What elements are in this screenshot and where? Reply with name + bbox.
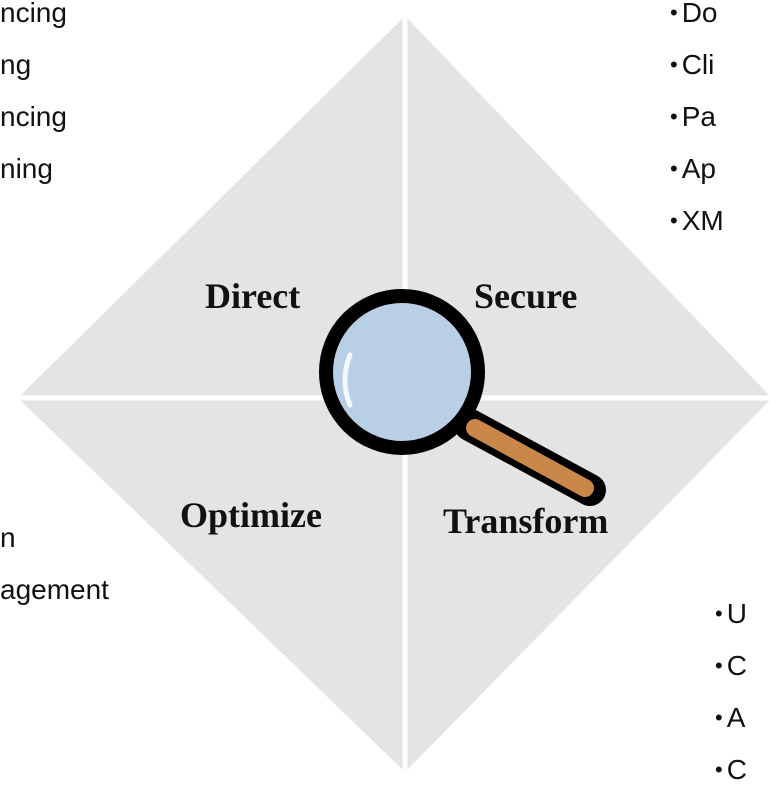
list-item: ncing	[0, 101, 67, 132]
top-left-list: ncing ng ncing ning	[0, 0, 67, 195]
bullet: •	[670, 0, 678, 25]
list-item: •C	[715, 650, 747, 681]
bullet: •	[670, 104, 678, 129]
list-item: •A	[715, 702, 746, 733]
bullet: •	[670, 208, 678, 233]
list-item: •Pa	[670, 101, 716, 132]
bullet: •	[715, 705, 723, 730]
bottom-right-list: •U •C •A •C	[715, 588, 747, 796]
list-item: ncing	[0, 0, 67, 28]
diamond-quadrant-optimize	[20, 400, 403, 770]
list-item: •C	[715, 754, 747, 785]
bullet: •	[715, 757, 723, 782]
list-item: •Ap	[670, 153, 716, 184]
bullet: •	[715, 601, 723, 626]
list-item: •XM	[670, 205, 724, 236]
quadrant-label-transform: Transform	[443, 501, 609, 541]
bullet: •	[670, 52, 678, 77]
quadrant-label-optimize: Optimize	[180, 495, 322, 535]
diamond-quadrant-transform	[407, 400, 770, 770]
list-item: ng	[0, 49, 32, 80]
bullet: •	[715, 653, 723, 678]
magnifying-glass-icon	[319, 289, 606, 506]
list-item: n	[0, 522, 16, 553]
diamond-quadrant-secure	[407, 18, 770, 396]
bullet: •	[670, 156, 678, 181]
quadrant-label-direct: Direct	[205, 276, 301, 316]
top-right-list: •Do •Cli •Pa •Ap •XM	[670, 0, 724, 247]
quadrant-label-secure: Secure	[474, 276, 578, 316]
diamond-quadrant-direct	[20, 18, 403, 396]
list-item: •U	[715, 598, 747, 629]
list-item: •Cli	[670, 49, 715, 80]
list-item: •Do	[670, 0, 718, 28]
bottom-left-list: n agement	[0, 512, 109, 616]
list-item: agement	[0, 574, 109, 605]
list-item: ning	[0, 153, 53, 184]
